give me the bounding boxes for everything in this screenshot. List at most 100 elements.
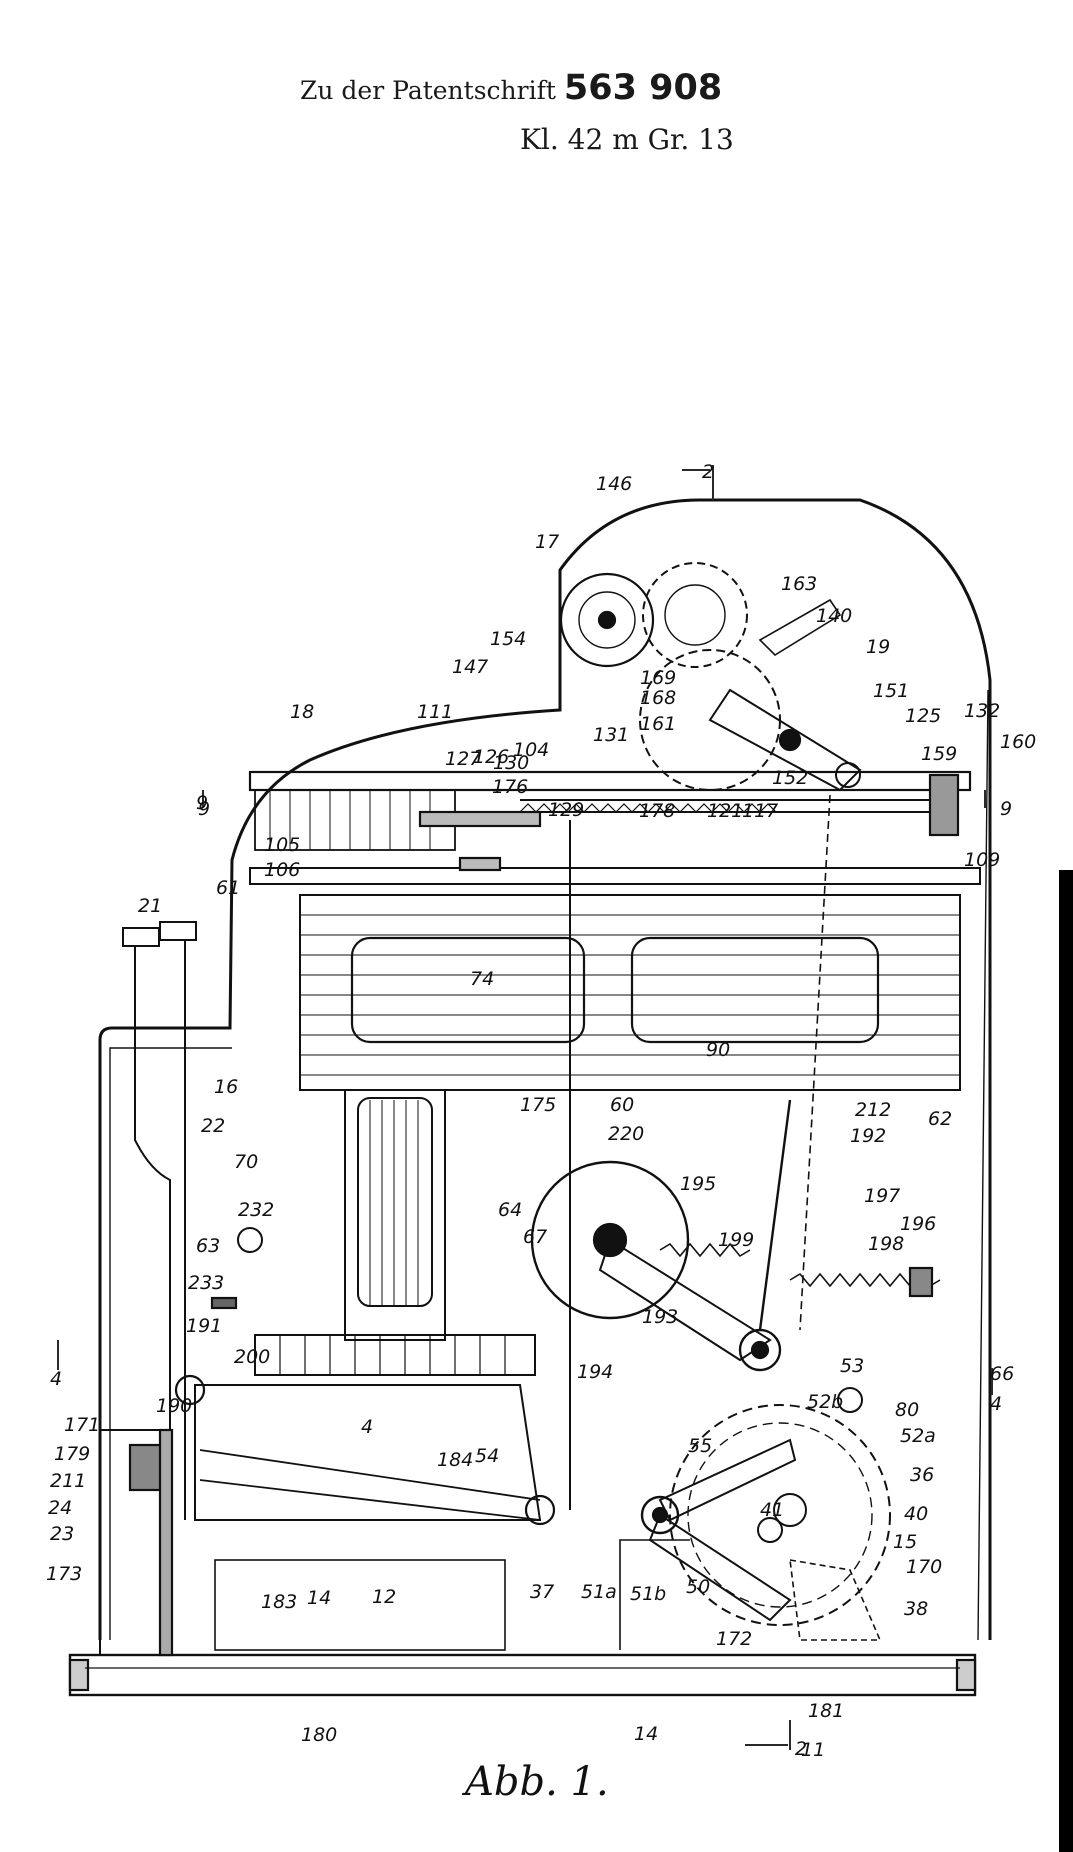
reference-numeral: 61 — [216, 877, 240, 899]
drum-window — [357, 1097, 433, 1307]
housing-outline — [98, 498, 992, 1640]
lever-172 — [648, 1513, 792, 1622]
reference-numeral: 198 — [868, 1233, 904, 1255]
reference-numeral: 66 — [990, 1363, 1014, 1385]
key-bar-lines — [279, 1335, 506, 1375]
window-right — [630, 936, 880, 1044]
pivot-151 — [835, 762, 861, 788]
patent-classification: Kl. 42 m Gr. 13 — [520, 123, 734, 156]
hub-173 — [773, 1493, 807, 1527]
section-label-4-right: 4 — [990, 1393, 1002, 1415]
base-foot-right — [955, 1658, 977, 1692]
reference-numeral: 52a — [900, 1425, 936, 1447]
window-left — [350, 936, 586, 1044]
knob-21-b — [159, 921, 197, 941]
reference-numeral: 147 — [452, 656, 488, 678]
reference-numeral: 63 — [196, 1235, 220, 1257]
rod-192 — [758, 1099, 792, 1331]
patent-number: 563 908 — [563, 68, 723, 108]
reference-numeral: 14 — [634, 1723, 658, 1745]
reference-numeral: 106 — [264, 859, 300, 881]
reference-numeral: 152 — [772, 767, 808, 789]
pivot-232 — [237, 1227, 263, 1253]
rod-212 — [799, 794, 831, 1331]
reference-numeral: 197 — [864, 1185, 900, 1207]
base-foot-left — [68, 1658, 90, 1692]
scan-edge-bar — [1059, 870, 1073, 1852]
section-label-9-left: 9 — [198, 798, 210, 820]
reference-numeral: 19 — [866, 636, 890, 658]
drum-lines — [369, 1100, 419, 1306]
gear-146-inner — [578, 591, 636, 649]
reference-numeral: 195 — [680, 1173, 716, 1195]
reference-numeral: 37 — [530, 1581, 554, 1603]
reference-numeral: 168 — [640, 687, 676, 709]
reference-numeral: 129 — [548, 799, 584, 821]
reference-numeral: 193 — [642, 1306, 678, 1328]
reference-numeral: 191 — [186, 1315, 222, 1337]
reference-numeral: 127 — [445, 748, 481, 770]
reference-numeral: 18 — [290, 701, 314, 723]
reference-numeral: 74 — [470, 968, 494, 990]
reference-numeral: 173 — [46, 1563, 82, 1585]
frame-plate — [249, 867, 981, 885]
wheel-15-inner — [687, 1422, 873, 1608]
gear-upper-right — [642, 562, 748, 668]
knob-21-a — [122, 927, 160, 947]
reference-numeral: 169 — [640, 667, 676, 689]
reference-numeral: 105 — [264, 834, 300, 856]
gear-220 — [530, 1160, 690, 1320]
reference-numeral: 212 — [855, 1099, 891, 1121]
reference-numeral: 36 — [910, 1464, 934, 1486]
reference-numeral: 125 — [905, 705, 941, 727]
reference-numeral: 154 — [490, 628, 526, 650]
reference-numeral: 194 — [577, 1361, 613, 1383]
reference-numeral: 54 — [475, 1445, 499, 1467]
reference-numeral: 62 — [928, 1108, 952, 1130]
pivot-50 — [524, 1494, 556, 1526]
housing-inner-outline — [109, 689, 989, 1641]
arm-163 — [758, 598, 842, 657]
reference-numeral: 190 — [156, 1395, 192, 1417]
arm-140 — [708, 688, 862, 792]
pivot-38 — [640, 1495, 680, 1535]
reference-numeral: 51b — [630, 1583, 666, 1605]
reference-numeral: 23 — [50, 1523, 74, 1545]
mechanism-line-art — [57, 465, 993, 1750]
rack-teeth — [519, 803, 777, 813]
reference-numeral: 67 — [523, 1226, 547, 1248]
reference-numeral: 211 — [50, 1470, 86, 1492]
key-stack-lines — [269, 790, 431, 850]
reference-numeral: 151 — [873, 680, 909, 702]
reference-numeral: 111 — [417, 701, 453, 723]
section-line-4 — [57, 1340, 993, 1395]
lever-171 — [658, 1438, 797, 1522]
pivot-53 — [174, 1374, 206, 1406]
reference-numeral: 121 — [707, 800, 743, 822]
reference-numeral: 53 — [840, 1355, 864, 1377]
reference-numeral: 176 — [492, 776, 528, 798]
plate-stack-lines — [300, 914, 960, 1076]
patent-prefix: Zu der Patentschrift — [300, 76, 556, 105]
section-line-2 — [682, 465, 791, 1750]
reference-numeral: 50 — [686, 1576, 710, 1598]
reference-numeral: 21 — [138, 895, 162, 917]
reference-numeral: 15 — [893, 1531, 917, 1553]
reference-numeral: 183 — [261, 1591, 297, 1613]
spring-199 — [659, 1242, 751, 1258]
reference-numeral: 41 — [760, 1499, 784, 1521]
reference-numeral: 200 — [234, 1346, 270, 1368]
reference-numeral: 171 — [64, 1414, 100, 1436]
gear-upper-right-inner — [664, 584, 726, 646]
reference-numeral: 170 — [906, 1556, 942, 1578]
reference-numeral: 9 — [196, 792, 208, 814]
section-label-9-right: 9 — [1000, 798, 1012, 820]
reference-numeral: 178 — [639, 800, 675, 822]
reference-numeral: 180 — [301, 1724, 337, 1746]
section-label-top: 2 — [702, 461, 714, 483]
gear-rack — [520, 799, 940, 813]
reference-numeral: 16 — [214, 1076, 238, 1098]
reference-numeral: 132 — [964, 700, 1000, 722]
reference-numeral: 51a — [581, 1581, 617, 1603]
